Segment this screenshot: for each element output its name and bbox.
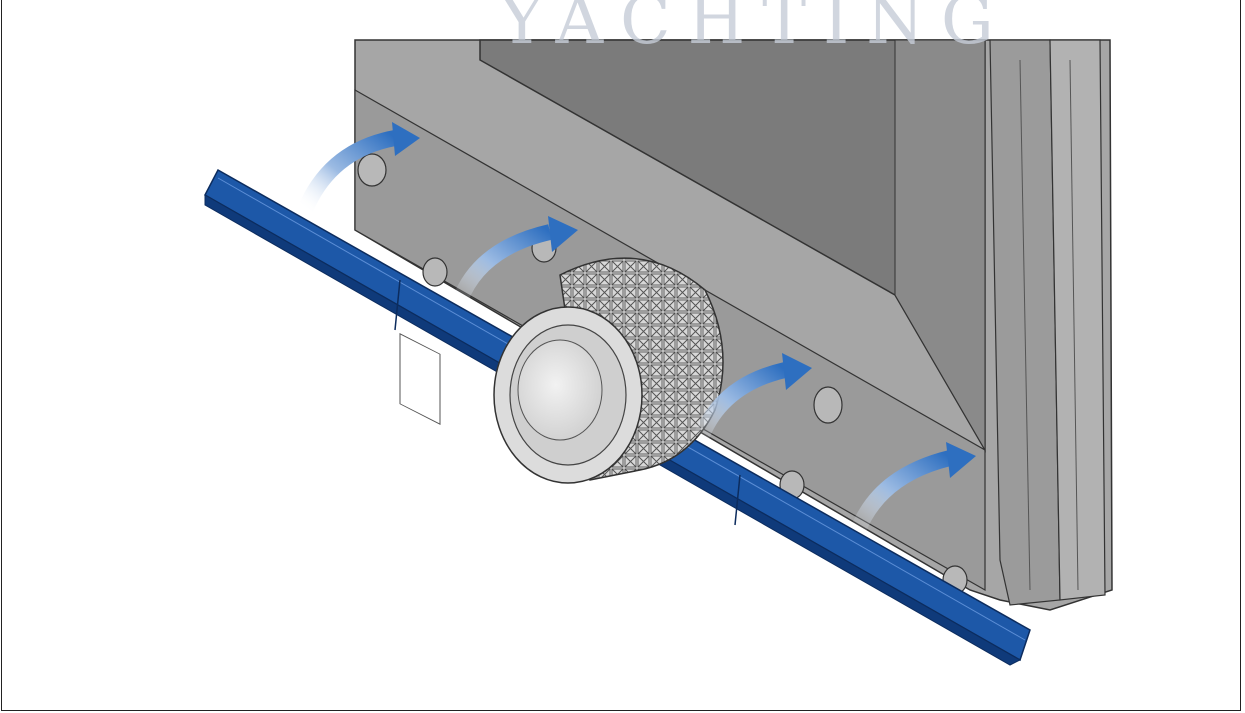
mounting-bosses	[357, 153, 968, 595]
curved-arrow-icon	[452, 216, 578, 304]
watermark-text: YACHTING	[500, 0, 1011, 59]
curved-arrow-icon	[850, 442, 976, 534]
screen	[479, 39, 986, 453]
rotary-knob-icon	[493, 257, 724, 484]
curved-arrow-icon	[692, 353, 812, 443]
curved-arrow-icon	[297, 122, 420, 214]
